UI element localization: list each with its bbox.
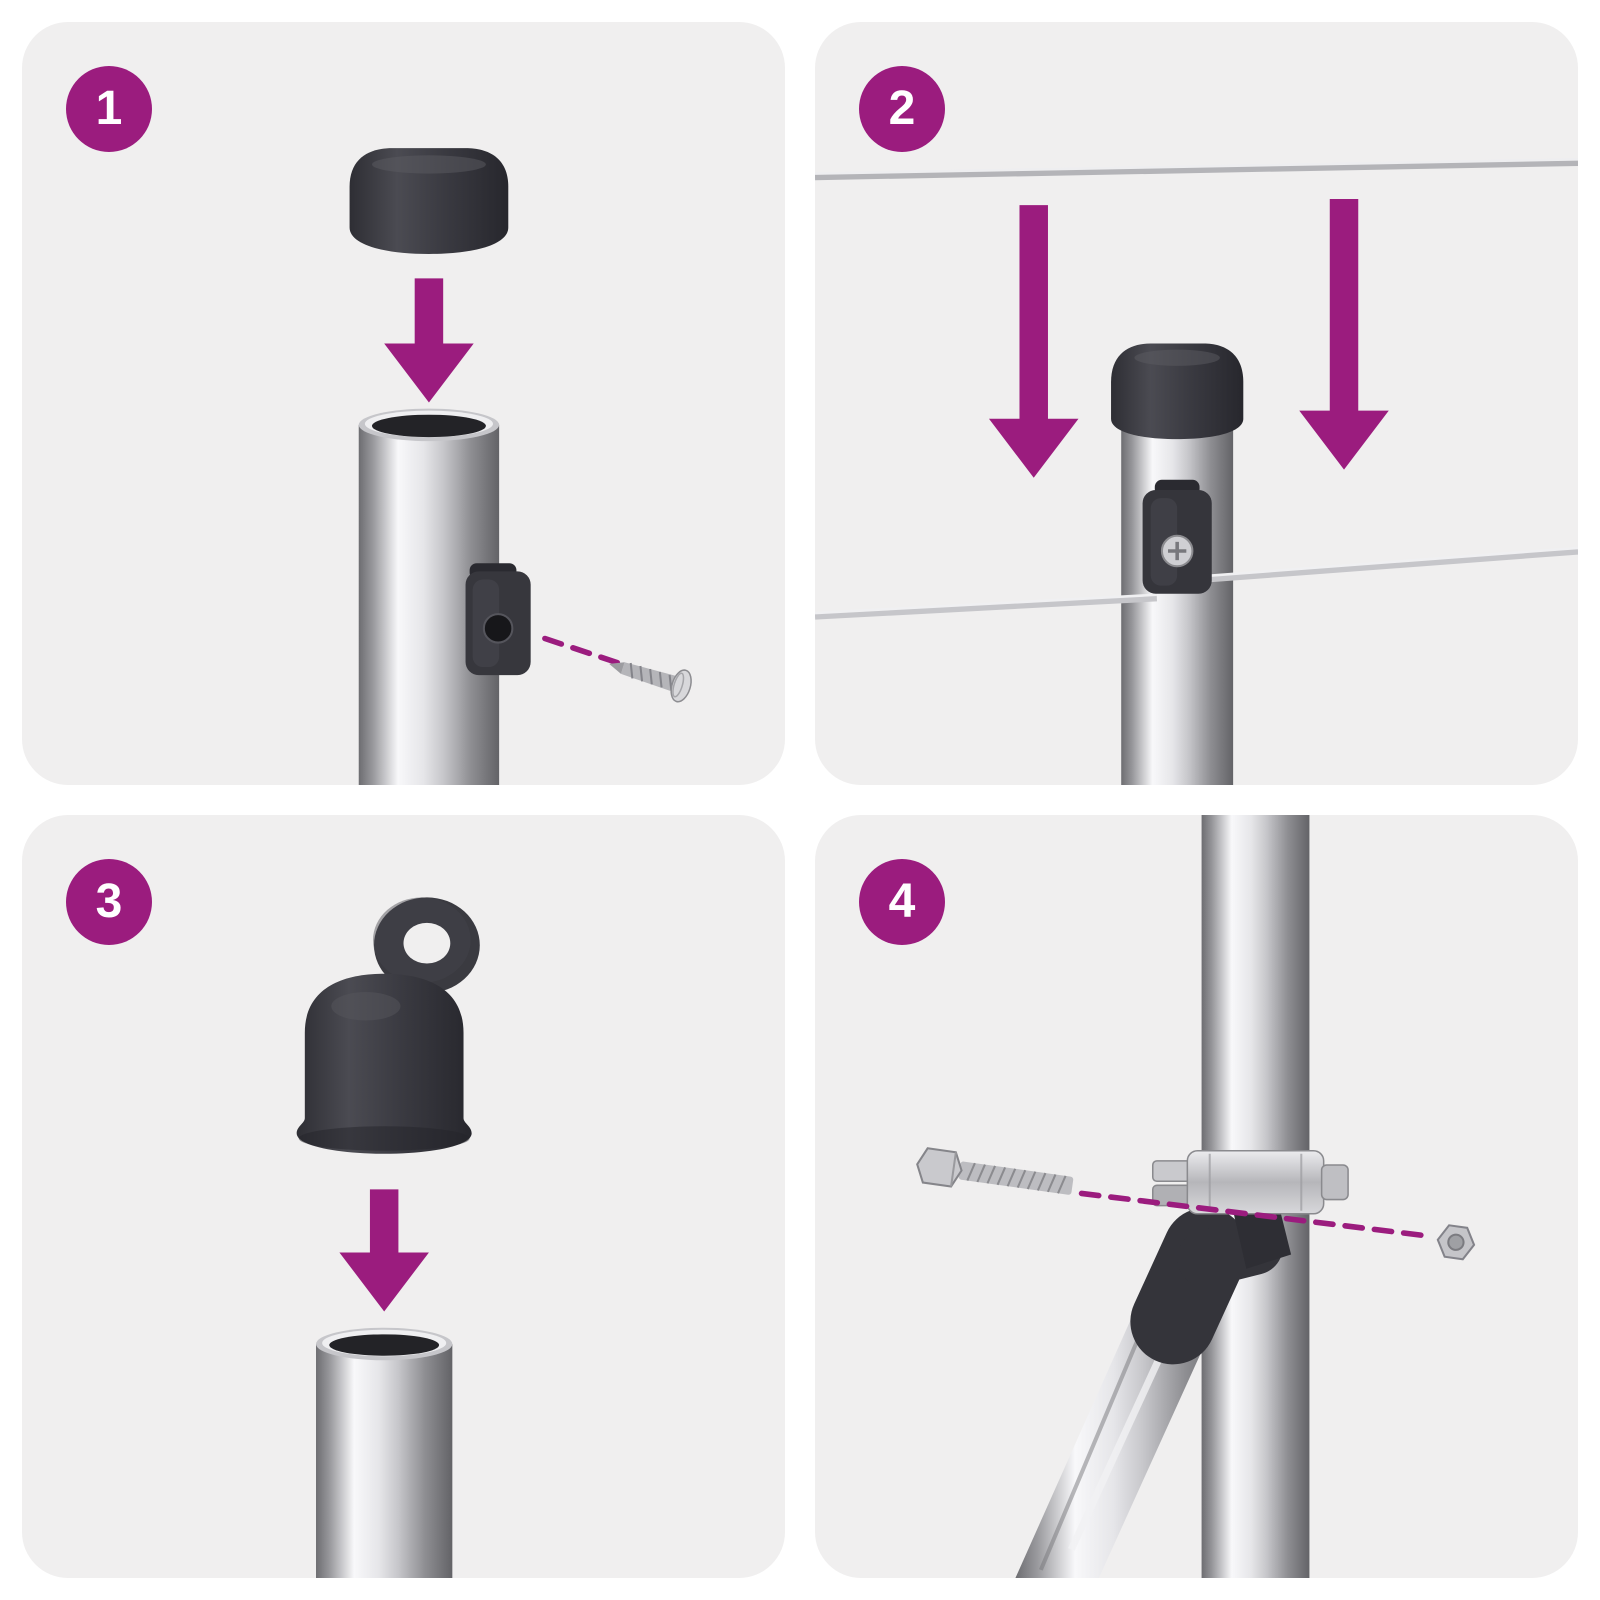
step-badge: 1 (66, 66, 152, 152)
down-arrow-icon (988, 205, 1079, 478)
step-1-illustration (349, 148, 692, 785)
down-arrow-icon (384, 278, 474, 403)
alignment-dashed-line (542, 635, 634, 670)
post-cap (349, 148, 509, 254)
step-4-illustration (916, 815, 1476, 1578)
step-number: 2 (888, 82, 916, 135)
step-number: 4 (888, 875, 916, 928)
step-badge: 3 (66, 859, 152, 945)
metal-post (358, 408, 500, 785)
step-2-illustration (815, 158, 1578, 785)
alignment-dashed-line (1078, 1190, 1433, 1239)
down-arrow-icon (1299, 199, 1389, 470)
step-number: 1 (95, 82, 123, 135)
step-panel-3: 3 (22, 815, 785, 1578)
post-clamp (1151, 1149, 1349, 1215)
hex-nut (1436, 1224, 1476, 1261)
step-panel-1: 1 (22, 22, 785, 785)
upper-tension-wire (815, 158, 1578, 181)
step-number: 3 (95, 875, 123, 928)
metal-tube (316, 1327, 453, 1578)
step-panel-4: 4 (815, 815, 1578, 1578)
down-arrow-icon (339, 1189, 429, 1312)
wire-clip (465, 563, 531, 676)
eyelet-cap (296, 897, 480, 1154)
hex-bolt (916, 1147, 1074, 1195)
lower-tension-wire (815, 546, 1578, 620)
post-cap (1111, 343, 1244, 440)
screw (609, 662, 692, 703)
step-3-illustration (296, 897, 480, 1578)
clip-screw (1160, 534, 1194, 568)
step-badge: 2 (859, 66, 945, 152)
step-panel-2: 2 (815, 22, 1578, 785)
step-badge: 4 (859, 859, 945, 945)
